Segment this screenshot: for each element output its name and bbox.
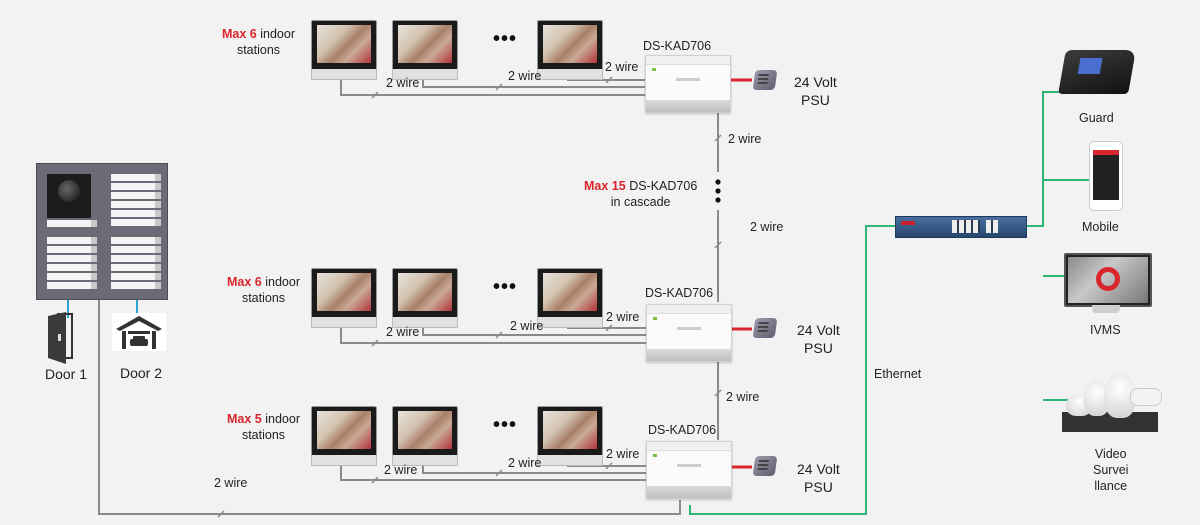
psu-icon xyxy=(752,70,778,90)
ellipsis: ••• xyxy=(493,414,518,436)
wire-label: 2 wire xyxy=(510,319,544,333)
ellipsis: ••• xyxy=(493,276,518,298)
ellipsis: ••• xyxy=(493,28,518,50)
ethernet-kad-switch xyxy=(689,225,896,515)
door-station-panel xyxy=(36,163,168,300)
door-icon xyxy=(48,312,73,364)
wire-label: 2 wire xyxy=(508,456,542,470)
monitor-stand xyxy=(1092,305,1120,313)
camera-module-icon xyxy=(47,174,91,218)
wire-label: 2 wire xyxy=(605,60,639,74)
cascade-label: Max 15 DS-KAD706 in cascade xyxy=(584,179,698,209)
wire-label: 2 wire xyxy=(386,76,420,90)
wire-label: 2 wire xyxy=(750,220,784,234)
psu-icon xyxy=(752,456,778,476)
indoor-station xyxy=(311,268,377,328)
wire-label: 2 wire xyxy=(606,310,640,324)
indoor-station xyxy=(311,406,377,466)
poe-switch xyxy=(895,216,1027,238)
indoor-station xyxy=(392,406,458,466)
cascade-ellipsis-icon xyxy=(715,179,721,203)
controller-label: DS-KAD706 xyxy=(645,286,714,300)
ethernet-switch-devices xyxy=(1024,91,1066,227)
wire-label: 2 wire xyxy=(508,69,542,83)
group3-capacity-label: Max 5 indoor stations xyxy=(227,412,300,442)
group1-max: Max 6 xyxy=(222,27,257,41)
wire-label: 2 wire xyxy=(726,390,760,404)
door2-label: Door 2 xyxy=(120,365,163,381)
video-surveillance-label: Video Survei llance xyxy=(1093,447,1129,493)
indoor-station xyxy=(537,406,603,466)
wire-label: 2 wire xyxy=(606,447,640,461)
door1-label: Door 1 xyxy=(45,366,88,382)
controller-label: DS-KAD706 xyxy=(643,39,712,53)
indoor-station xyxy=(392,20,458,80)
mobile-phone-icon xyxy=(1089,141,1123,211)
guard-station-icon xyxy=(1058,50,1136,94)
ds-kad706-controller xyxy=(646,304,732,362)
group1-capacity-label: Max 6 indoor stations xyxy=(222,27,295,57)
controller-label: DS-KAD706 xyxy=(648,423,717,437)
guard-label: Guard xyxy=(1079,111,1114,125)
group2-capacity-label: Max 6 indoor stations xyxy=(227,275,300,305)
ds-kad706-controller xyxy=(645,55,731,113)
wire-label: 2 wire xyxy=(728,132,762,146)
indoor-station xyxy=(392,268,458,328)
indoor-station xyxy=(537,20,603,80)
cctv-cameras-icon xyxy=(1062,372,1162,432)
indoor-station xyxy=(311,20,377,80)
wire-label: 2 wire xyxy=(384,463,418,477)
indoor-station xyxy=(537,268,603,328)
mobile-label: Mobile xyxy=(1082,220,1119,234)
wire-label: 2 wire xyxy=(386,325,420,339)
ivms-label: IVMS xyxy=(1090,323,1121,337)
psu-icon xyxy=(752,318,778,338)
monitor-icon xyxy=(1064,253,1152,307)
ds-kad706-controller xyxy=(646,441,732,499)
wire-door-trunk xyxy=(98,298,681,515)
garage-icon xyxy=(112,313,166,351)
ethernet-label: Ethernet xyxy=(874,367,922,381)
wire-label: 2 wire xyxy=(214,476,248,490)
